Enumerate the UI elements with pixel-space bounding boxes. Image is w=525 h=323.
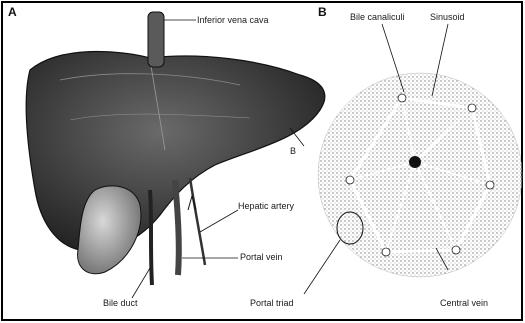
- label-inferior-vena-cava: Inferior vena cava: [197, 15, 269, 25]
- label-hepatic-artery: Hepatic artery: [238, 201, 294, 211]
- label-sinusoid: Sinusoid: [430, 12, 465, 22]
- inferior-vena-cava-vessel: [148, 12, 164, 67]
- label-portal-vein: Portal vein: [240, 252, 283, 262]
- label-bile-canaliculi: Bile canaliculi: [350, 12, 405, 22]
- label-b-marker: B: [290, 146, 296, 156]
- lobule-disc: [318, 73, 522, 277]
- label-central-vein: Central vein: [440, 298, 488, 308]
- hepatic-artery-vessel: [190, 178, 205, 265]
- bile-duct-vessel: [150, 190, 152, 285]
- panel-b-letter: B: [318, 5, 327, 19]
- panel-a-letter: A: [8, 5, 17, 19]
- panel-b-lobule: [304, 24, 522, 294]
- central-vein-dot: [409, 156, 421, 168]
- portal-vein-vessel: [175, 180, 179, 275]
- label-bile-duct: Bile duct: [103, 298, 138, 308]
- label-portal-triad: Portal triad: [250, 298, 294, 308]
